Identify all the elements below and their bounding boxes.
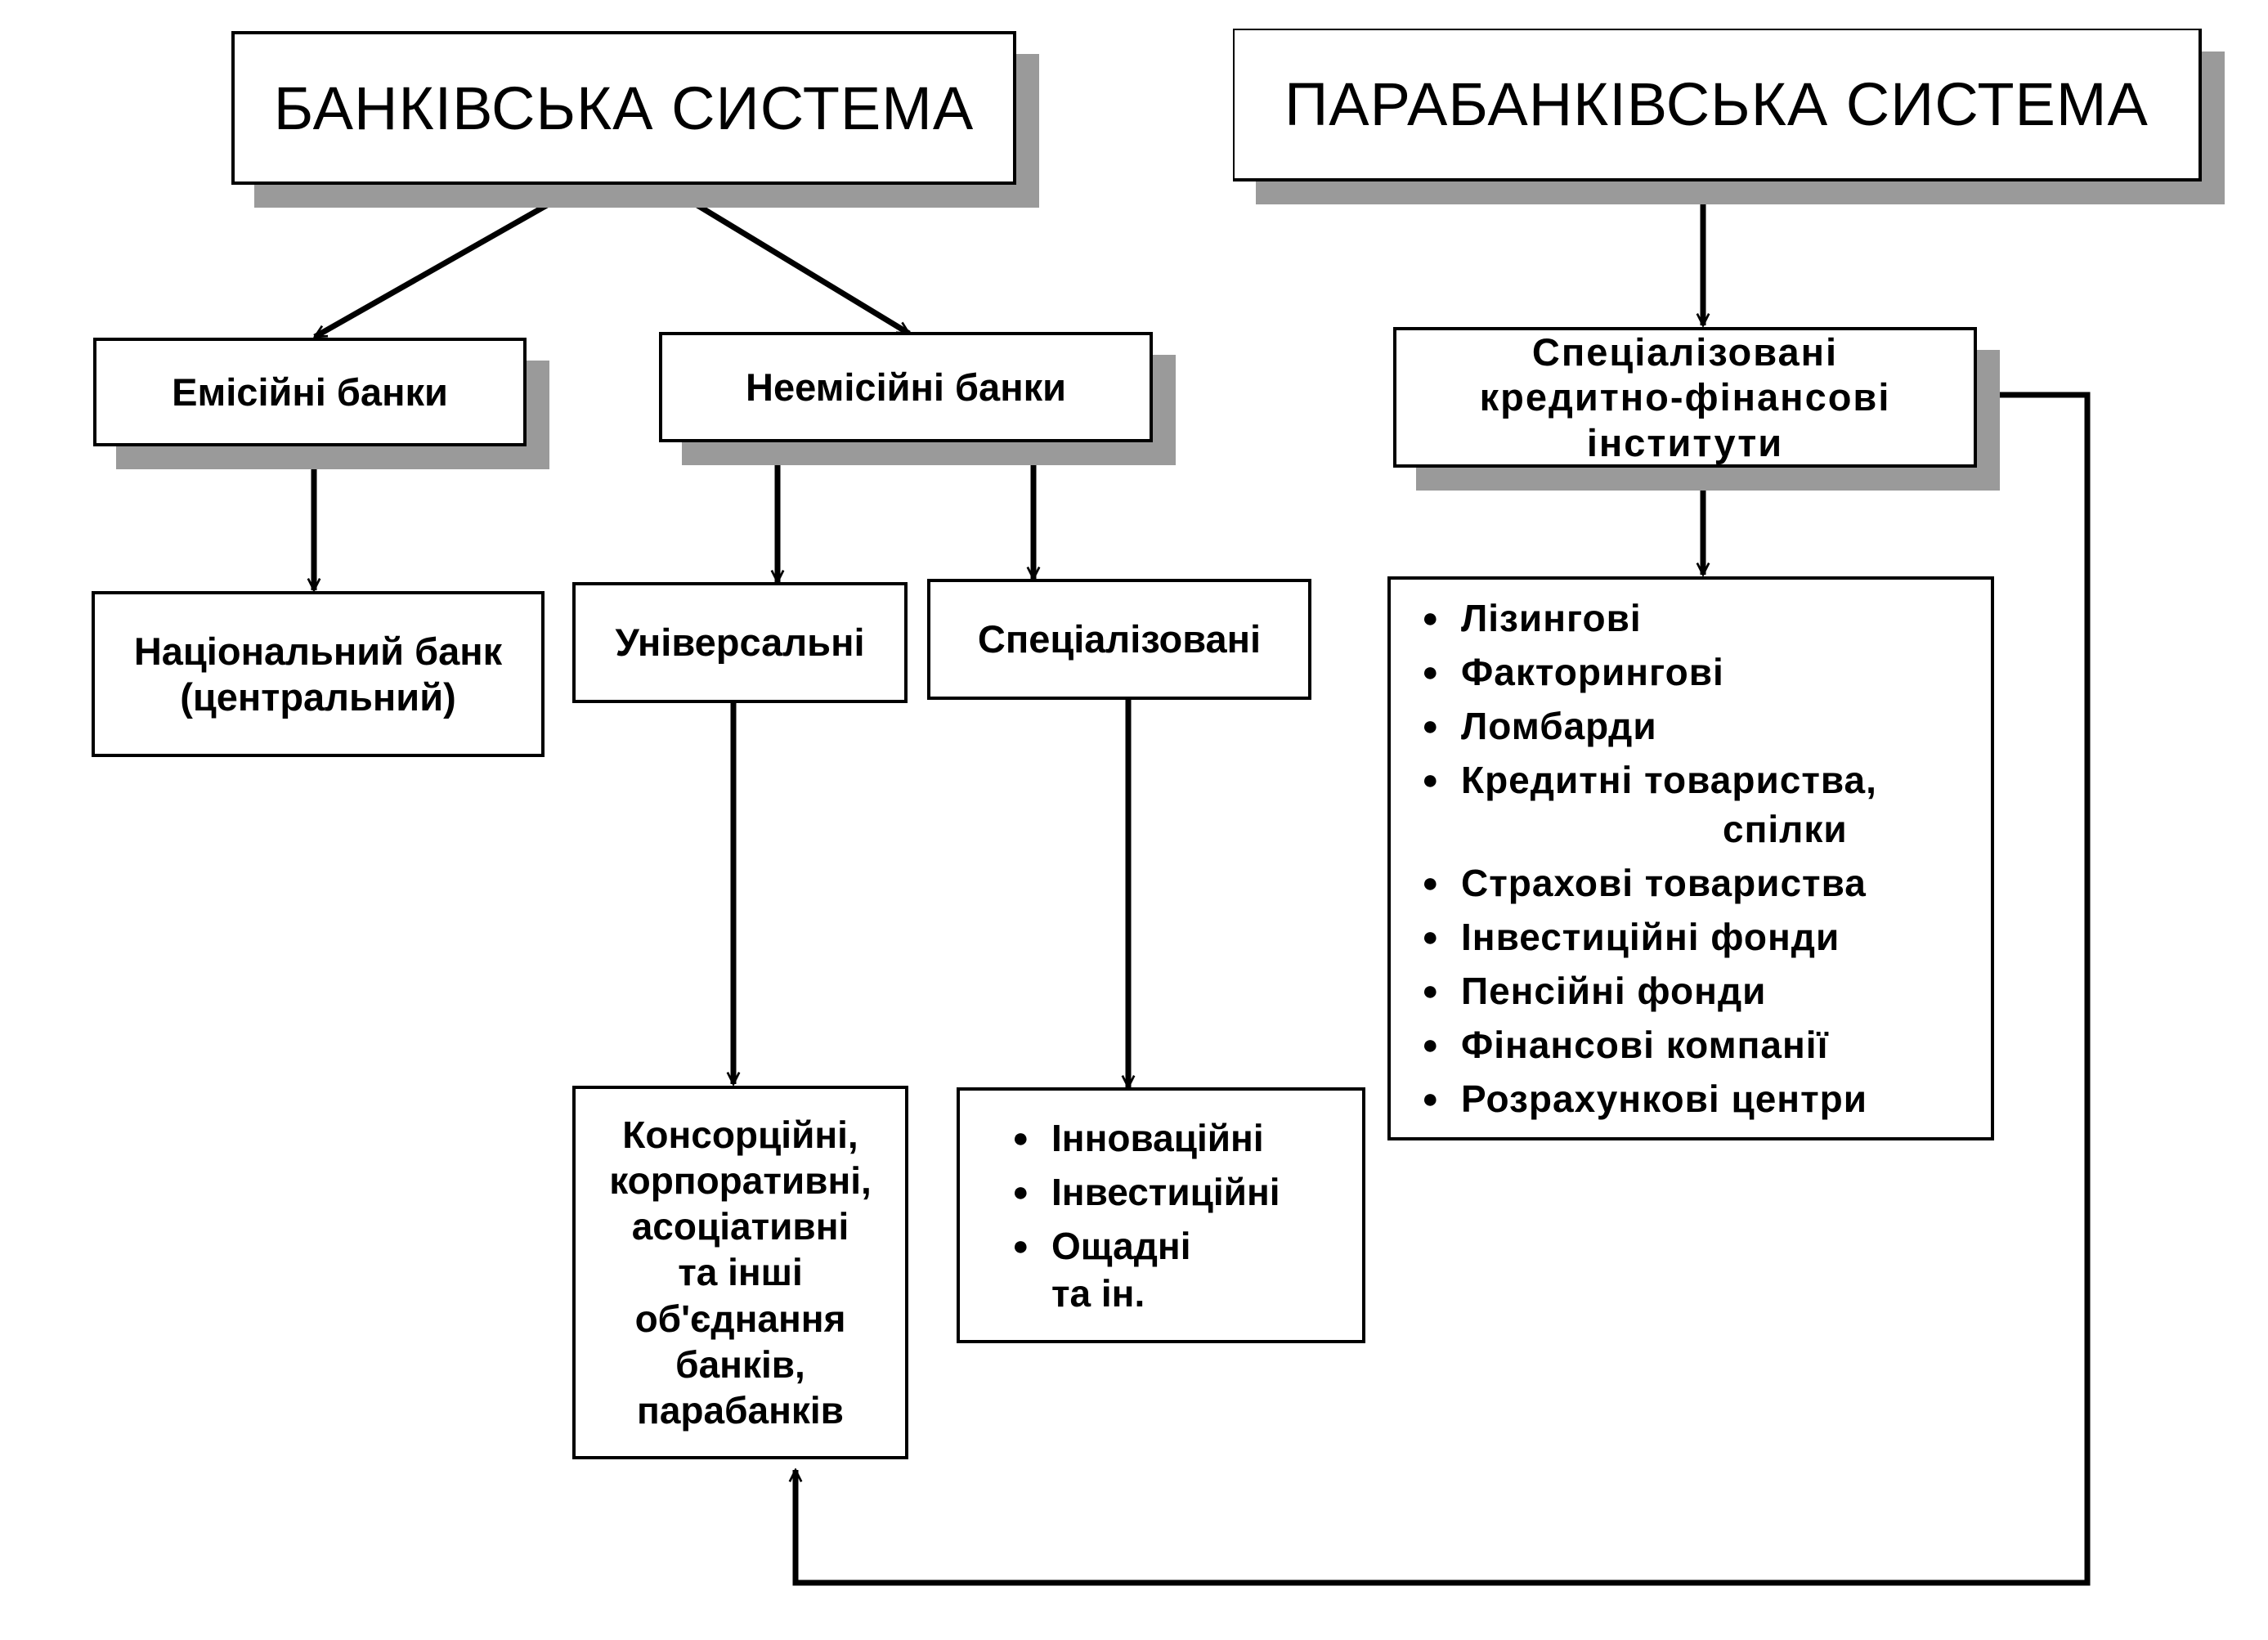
associations-line: корпоративні, [609, 1159, 872, 1203]
list-item-tail: та ін. [1051, 1271, 1145, 1315]
specialized-banks-label: Спеціалізовані [977, 617, 1262, 661]
list-item: Лізингові [1422, 591, 1877, 645]
associations-line: банків, [675, 1342, 805, 1386]
list-item: Кредитні товариства, спілки [1422, 753, 1877, 856]
specialized-types-list: Інноваційні Інвестиційні Ощадні та ін. [1012, 1111, 1280, 1320]
associations-line: парабанків [637, 1388, 844, 1432]
national-bank-line2: (центральний) [180, 674, 456, 719]
associations-line: та інші [678, 1251, 803, 1294]
list-item: Інноваційні [1012, 1111, 1280, 1165]
institutions-line: інститути [1586, 420, 1784, 464]
associations-line: об'єднання [634, 1297, 846, 1340]
universal-banks-label: Універсальні [615, 621, 865, 665]
list-item-label: Кредитні товариства, [1461, 759, 1877, 801]
institutions-line: кредитно-фінансові [1479, 375, 1891, 419]
specialized-types-box: Інноваційні Інвестиційні Ощадні та ін. [957, 1087, 1365, 1343]
list-item: Пенсійні фонди [1422, 964, 1877, 1018]
associations-line: Консорційні, [622, 1113, 858, 1157]
non-emission-banks-label: Неемісійні банки [746, 365, 1066, 409]
list-item-continuation: спілки [1723, 808, 1848, 850]
parabanking-types-list: Лізингові Факторингові Ломбарди Кредитні… [1422, 591, 1877, 1126]
list-item-label: Ощадні [1051, 1224, 1191, 1267]
list-item: Факторингові [1422, 645, 1877, 699]
national-bank-line1: Національний банк [133, 630, 503, 674]
list-item: Інвестиційні [1012, 1165, 1280, 1219]
list-item: Ощадні та ін. [1012, 1219, 1280, 1320]
list-item: Розрахункові центри [1422, 1072, 1877, 1126]
universal-banks-box: Універсальні [572, 582, 908, 703]
parabanking-types-box: Лізингові Факторингові Ломбарди Кредитні… [1387, 576, 1994, 1140]
list-item: Фінансові компанії [1422, 1018, 1877, 1072]
associations-line: асоціативні [631, 1205, 849, 1248]
associations-box: Консорційні, корпоративні, асоціативні т… [572, 1086, 908, 1459]
loop-institutions-to-associations [796, 392, 2091, 1586]
non-emission-banks-box: Неемісійні банки [659, 332, 1153, 442]
emission-banks-label: Емісійні банки [172, 370, 448, 414]
emission-banks-box: Емісійні банки [93, 338, 527, 446]
banking-system-title: БАНКІВСЬКА СИСТЕМА [231, 31, 1016, 185]
list-item: Страхові товариства [1422, 856, 1877, 910]
arrow-banking-to-emission [315, 178, 590, 340]
parabanking-system-label: ПАРАБАНКІВСЬКА СИСТЕМА [1284, 70, 2149, 138]
parabanking-system-title: ПАРАБАНКІВСЬКА СИСТЕМА [1233, 29, 2202, 181]
institutions-line: Спеціалізовані [1531, 329, 1839, 374]
list-item: Інвестиційні фонди [1422, 910, 1877, 964]
national-bank-box: Національний банк (центральний) [92, 591, 545, 757]
list-item: Ломбарди [1422, 699, 1877, 753]
arrow-banking-to-non-emission [657, 179, 909, 336]
banking-system-label: БАНКІВСЬКА СИСТЕМА [273, 74, 975, 142]
specialized-institutions-box: Спеціалізовані кредитно-фінансові інстит… [1393, 327, 1977, 468]
specialized-banks-box: Спеціалізовані [927, 579, 1311, 700]
